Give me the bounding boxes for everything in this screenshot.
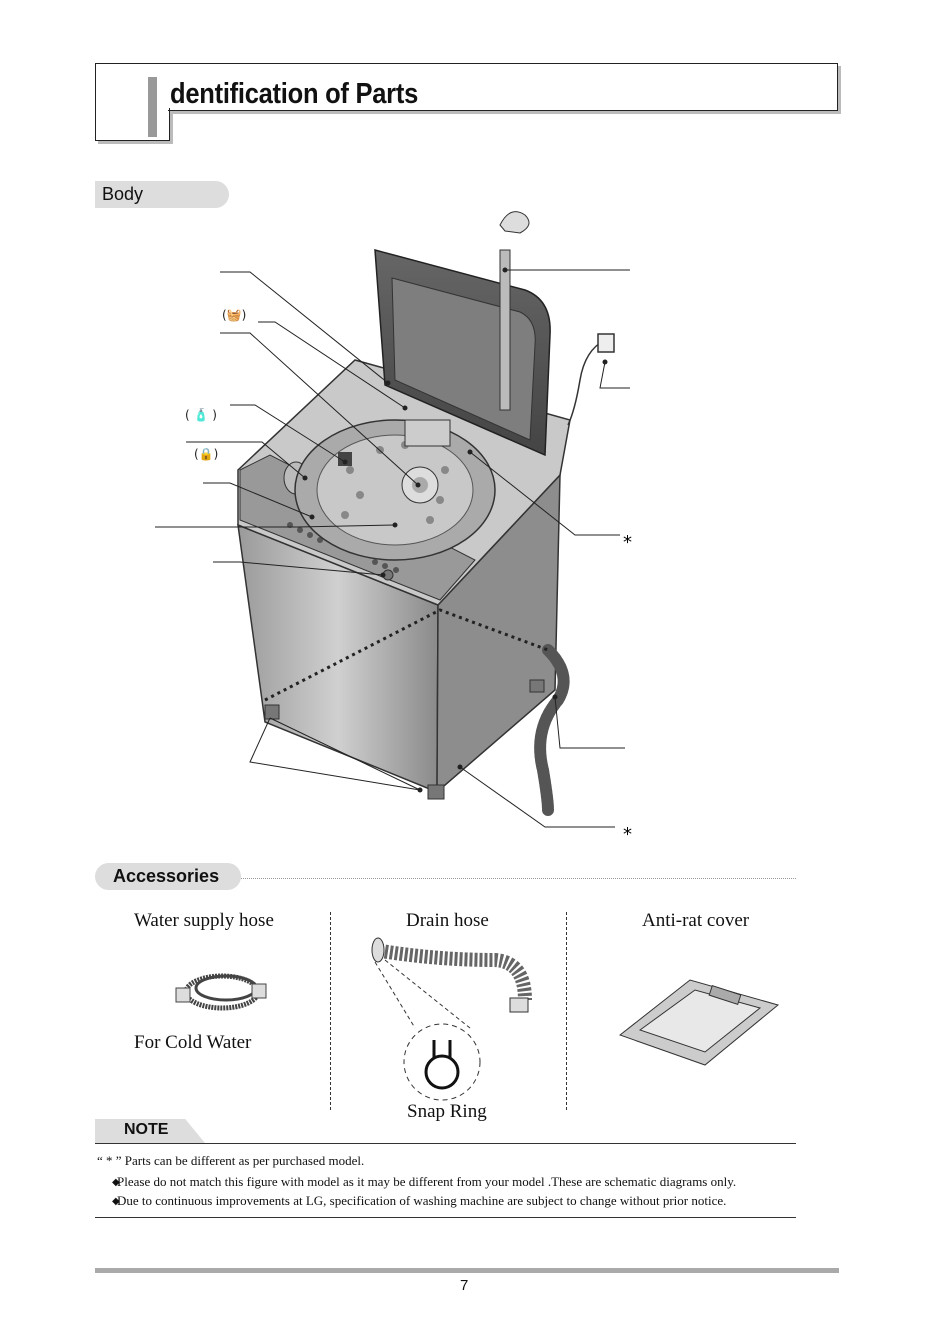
drain-hose	[534, 644, 570, 816]
lint-filter	[338, 452, 352, 466]
accessories-divider	[241, 878, 796, 879]
section-body-label: Body	[95, 181, 229, 208]
note-asterisk-line: “ * ” Parts can be different as per purc…	[97, 1153, 365, 1168]
note-divider-bottom	[95, 1217, 796, 1218]
leader-dots	[302, 267, 608, 793]
column-divider	[566, 912, 567, 1110]
asterisk-marker: *	[623, 532, 632, 553]
column-divider	[330, 912, 331, 1110]
detergent-dispenser	[404, 419, 451, 447]
bullet-icon: ◆	[112, 1196, 120, 1207]
anti-rat-cover-title: Anti-rat cover	[642, 910, 750, 931]
drain-hose-title: Drain hose	[406, 910, 489, 931]
tub-icon-label: (🧺)	[222, 308, 246, 322]
note-label: NOTE	[95, 1119, 205, 1143]
power-cord	[567, 333, 615, 426]
note-line-improvements: Due to continuous improvements at LG, sp…	[117, 1193, 727, 1208]
anti-rat-cover-outline	[264, 608, 549, 702]
title-underline	[168, 110, 838, 111]
drain-hose-image	[371, 937, 532, 1101]
accessory-illustrations	[175, 937, 780, 1101]
bullet-icon: ◆	[112, 1177, 120, 1188]
snap-ring-label: Snap Ring	[407, 1101, 487, 1122]
note-divider-top	[95, 1143, 796, 1144]
lock-icon-label: (🔒)	[194, 447, 218, 461]
wash-tub	[294, 419, 496, 561]
machine-feet	[264, 679, 545, 800]
note-line-schematic: Please do not match this figure with mod…	[117, 1174, 737, 1189]
water-supply-hose-image	[175, 973, 267, 1011]
water-supply-hose-title: Water supply hose	[134, 910, 274, 931]
title-accent-bar	[148, 77, 157, 137]
washing-machine-diagram: (🧺) ( 🧴 ) (🔒) * *	[155, 211, 632, 845]
footer-bar	[95, 1268, 839, 1273]
for-cold-water-label: For Cold Water	[134, 1032, 252, 1053]
leader-lines	[155, 269, 630, 828]
filter-icon-label: ( 🧴 )	[185, 408, 217, 422]
title-tab	[95, 108, 170, 141]
section-accessories-label: Accessories	[95, 863, 241, 890]
page-number: 7	[460, 1277, 469, 1294]
anti-rat-cover-image	[618, 979, 780, 1066]
asterisk-marker: *	[623, 824, 632, 845]
snap-ring-image	[424, 1054, 460, 1090]
page-title: dentification of Parts	[170, 78, 419, 110]
snap-ring-detail	[403, 1023, 481, 1101]
water-inlet	[499, 211, 530, 411]
title-frame	[95, 63, 838, 111]
